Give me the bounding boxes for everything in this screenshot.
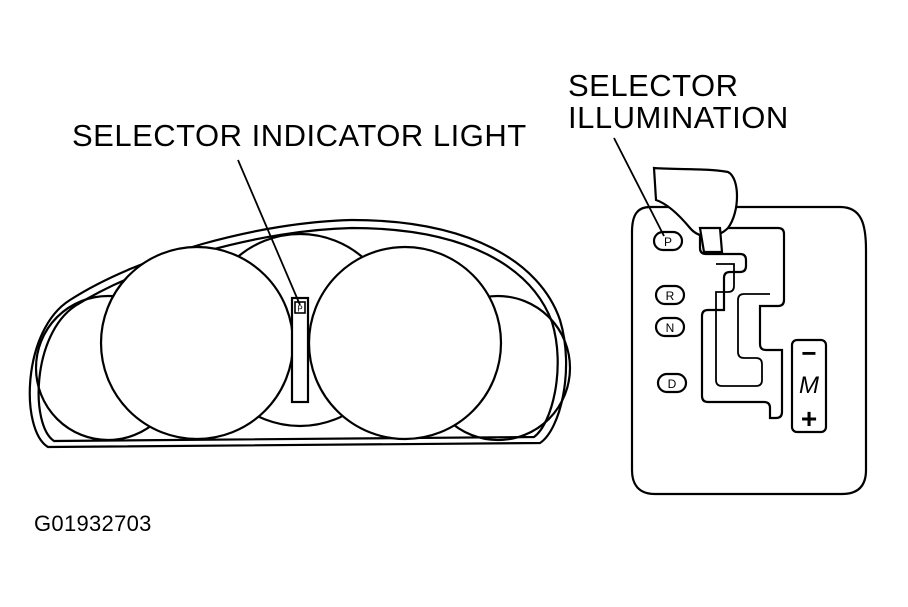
cluster-housing <box>28 218 568 449</box>
illumination-leader-line <box>613 137 665 237</box>
cluster-bezel <box>37 226 559 443</box>
position-lamp-d <box>656 372 688 394</box>
tachometer-gauge <box>99 245 295 441</box>
selector-indicator-light <box>294 301 306 314</box>
selector-illumination-label-line2: ILLUMINATION <box>568 100 789 135</box>
position-letter-d: D <box>668 377 677 391</box>
position-letters: P R N D <box>664 235 677 391</box>
indicator-leader-line <box>237 159 301 306</box>
selector-indicator-light-label: SELECTOR INDICATOR LIGHT <box>72 118 527 153</box>
manual-mode-gate <box>790 338 828 434</box>
shift-lever <box>652 166 738 238</box>
manual-m-label: M <box>799 372 819 399</box>
shift-selector <box>613 137 868 496</box>
selector-plate <box>630 205 868 496</box>
indicator-letter: P <box>297 305 302 314</box>
shift-gate-slot <box>698 226 786 420</box>
position-lamp-p <box>652 230 684 252</box>
speedometer-gauge <box>307 245 503 441</box>
position-lamp-r <box>654 284 686 306</box>
selector-indicator-strip <box>290 296 310 404</box>
selector-illumination-label-line1: SELECTOR <box>568 68 739 103</box>
shift-lever-shaft <box>698 226 724 254</box>
manual-mode-symbols: − M + <box>799 338 819 434</box>
position-letter-n: N <box>666 321 675 335</box>
position-letter-r: R <box>666 289 675 303</box>
position-lamp-n <box>654 316 686 338</box>
shift-gate-inner <box>715 263 770 387</box>
manual-minus-symbol: − <box>801 338 816 368</box>
instrument-cluster <box>28 159 572 449</box>
position-letter-p: P <box>664 235 672 249</box>
manual-plus-symbol: + <box>801 403 817 434</box>
figure-id: G01932703 <box>34 511 152 536</box>
